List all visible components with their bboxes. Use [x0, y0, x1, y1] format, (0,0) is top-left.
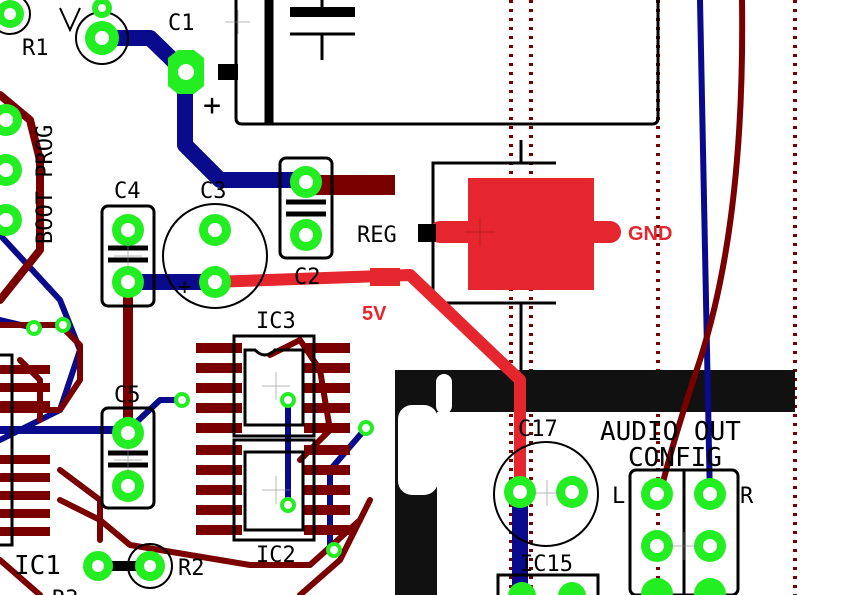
vias: [26, 317, 374, 558]
ic15-outline: [496, 573, 600, 595]
pad: [0, 204, 22, 236]
label-c2: C2: [294, 265, 321, 290]
label-config: CONFIG: [628, 443, 722, 473]
trace-5v-joint: [370, 268, 400, 286]
pad: [112, 214, 144, 246]
pad: [199, 214, 231, 246]
ic1-outline: [0, 353, 14, 547]
label-boot-prog: BOOT PROG: [33, 125, 58, 244]
r2-body: [110, 561, 136, 571]
pad: [641, 578, 673, 595]
pad: [694, 530, 726, 562]
label-ic3: IC3: [256, 309, 296, 334]
label-ic2: IC2: [256, 543, 296, 568]
label-c3: C3: [200, 179, 227, 204]
ic3-outline: [232, 334, 316, 438]
label-right: R: [740, 484, 754, 509]
pad: [556, 476, 588, 508]
pad: [641, 478, 673, 510]
c1-body-outline: [234, 0, 660, 126]
label-c4: C4: [114, 179, 141, 204]
label-c17: C17: [518, 417, 558, 442]
pad: [168, 50, 204, 94]
pad: [694, 578, 726, 595]
pad: [0, 104, 22, 136]
pad: [558, 582, 586, 595]
label-r2: R2: [178, 556, 205, 581]
label-c1: C1: [168, 11, 195, 36]
pad: [290, 219, 322, 251]
label-r3: R3: [52, 587, 79, 595]
label-left: L: [612, 484, 625, 509]
label-ic15: IC15: [520, 552, 573, 577]
ic3-ic2-smd-pads: [196, 343, 350, 535]
silkscreen-labels: R1 C1 + BOOT PROG C4 C3 + C2 REG IC3 IC2…: [14, 11, 754, 595]
c1-pin-marker: [218, 64, 238, 80]
label-reg: REG: [357, 223, 397, 248]
ic1-smd-pads: [0, 365, 50, 536]
pad: [694, 478, 726, 510]
pad: [641, 530, 673, 562]
label-c5: C5: [114, 383, 141, 408]
pad: [112, 470, 144, 502]
trace-5v: [206, 269, 526, 498]
pad: [92, 0, 112, 18]
pad: [199, 266, 231, 298]
label-audio-out: AUDIO OUT: [600, 417, 741, 447]
c3-outline: [162, 203, 268, 309]
label-c1-plus: +: [203, 88, 221, 123]
origin-marks: [114, 10, 698, 560]
label-r1: R1: [22, 36, 49, 61]
pad: [508, 582, 536, 595]
label-5v: 5V: [362, 303, 387, 325]
label-ic1: IC1: [14, 551, 61, 581]
pad: [0, 154, 22, 186]
pad: [112, 266, 144, 298]
tht-pads: [0, 0, 726, 595]
label-gnd: GND: [628, 223, 672, 245]
c17-outline: [493, 441, 599, 547]
bottom-traces: [0, 0, 713, 595]
label-c3-plus: +: [178, 275, 191, 300]
pad: [85, 21, 119, 55]
pad: [290, 166, 322, 198]
heatsink-outline: [395, 370, 795, 595]
pad: [0, 0, 24, 28]
pad: [83, 551, 113, 581]
pad: [504, 476, 536, 508]
c2-outline: [278, 156, 334, 260]
pad: [112, 417, 144, 449]
gnd-pour: [418, 178, 621, 290]
pad: [135, 551, 165, 581]
ic2-outline: [232, 438, 316, 542]
